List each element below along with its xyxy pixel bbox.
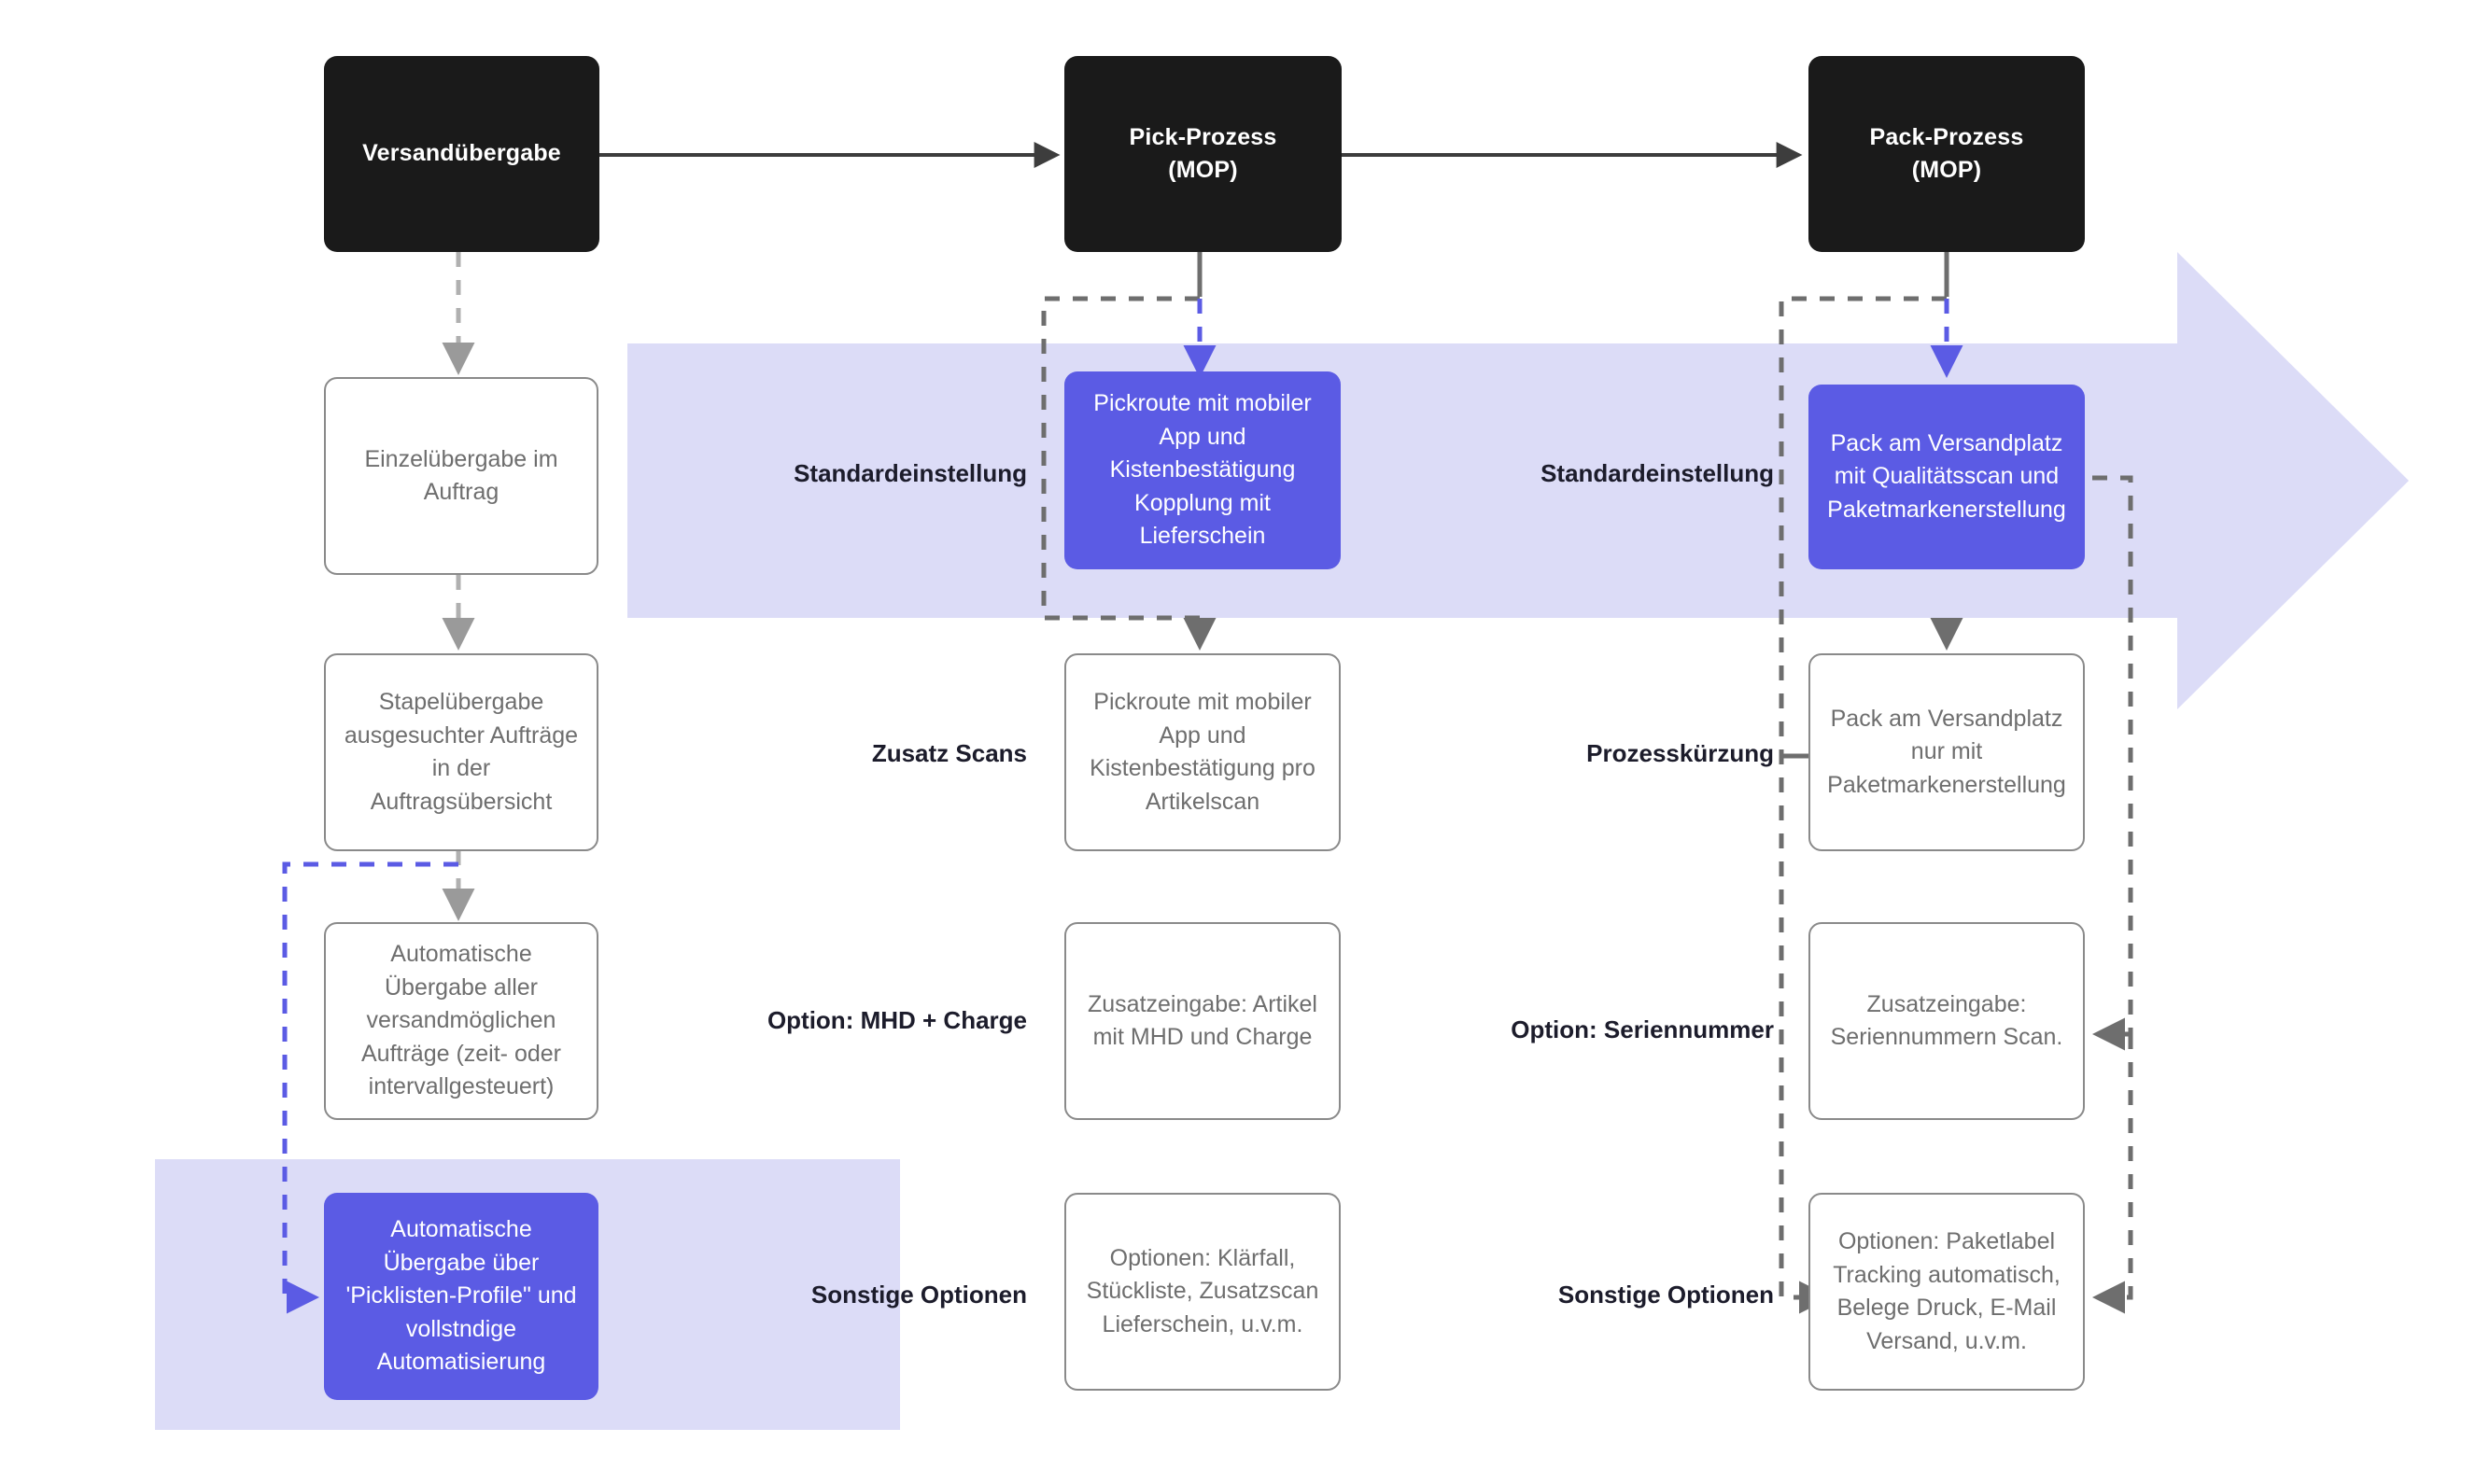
option-node-pickroute-artikelscan-label: Pickroute mit mobiler App und Kistenbest…	[1090, 689, 1315, 815]
process-node-pack-prozess-label: Pack-Prozess(MOP)	[1869, 123, 2024, 184]
edge-pack-branch-frame	[1779, 296, 1947, 1314]
edge-accent-to-picklisten	[282, 861, 458, 1314]
option-node-pack-nur-paketmarke[interactable]: Pack am Versandplatz nur mit Paketmarken…	[1808, 653, 2085, 851]
option-node-einzeluebergabe-label: Einzelübergabe im Auftrag	[364, 445, 558, 506]
option-node-pickroute-standard[interactable]: Pickroute mit mobiler App und Kistenbest…	[1064, 371, 1341, 569]
edge-right-return-spine-lower	[2092, 1034, 2133, 1314]
row-label-option-seriennummer: Option: Seriennummer	[1382, 1006, 1774, 1053]
option-node-pack-qualitaetsscan[interactable]: Pack am Versandplatz mit Qualitätsscan u…	[1808, 385, 2085, 569]
row-label-option-mhd-charge: Option: MHD + Charge	[635, 997, 1027, 1043]
row-label-standardeinstellung-mitte-text: Standardeinstellung	[794, 458, 1027, 487]
option-node-stapeluebergabe-label: Stapelübergabe ausgesuchter Aufträge in …	[344, 689, 579, 815]
process-node-versanduebergabe-label: Versandübergabe	[362, 140, 561, 167]
option-node-stapeluebergabe[interactable]: Stapelübergabe ausgesuchter Aufträge in …	[324, 653, 598, 851]
option-node-zusatzeingabe-seriennummern-label: Zusatzeingabe: Seriennummern Scan.	[1830, 990, 2063, 1051]
row-label-zusatz-scans-text: Zusatz Scans	[871, 738, 1027, 767]
process-node-versanduebergabe[interactable]: Versandübergabe	[324, 56, 599, 252]
option-node-picklisten-profile[interactable]: Automatische Übergabe über 'Picklisten-P…	[324, 1193, 598, 1400]
row-label-sonstige-optionen-mitte-text: Sonstige Optionen	[810, 1280, 1027, 1309]
option-node-pickroute-standard-label: Pickroute mit mobiler App und Kistenbest…	[1093, 390, 1312, 550]
row-label-standardeinstellung-rechts: Standardeinstellung	[1382, 450, 1774, 497]
edge-right-return-spine	[2092, 475, 2133, 1051]
option-node-einzeluebergabe[interactable]: Einzelübergabe im Auftrag	[324, 377, 598, 575]
option-node-automatische-uebergabe[interactable]: Automatische Übergabe aller versandmögli…	[324, 922, 598, 1120]
row-label-sonstige-optionen-rechts: Sonstige Optionen	[1382, 1271, 1774, 1318]
option-node-pack-nur-paketmarke-label: Pack am Versandplatz nur mit Paketmarken…	[1827, 705, 2066, 798]
row-label-option-seriennummer-text: Option: Seriennummer	[1511, 1015, 1774, 1043]
option-node-pickroute-artikelscan[interactable]: Pickroute mit mobiler App und Kistenbest…	[1064, 653, 1341, 851]
option-node-optionen-paketlabel[interactable]: Optionen: Paketlabel Tracking automatisc…	[1808, 1193, 2085, 1391]
process-node-pick-prozess-label: Pick-Prozess(MOP)	[1129, 123, 1277, 184]
row-label-prozesskuerzung-text: Prozesskürzung	[1586, 738, 1774, 767]
process-node-pack-prozess[interactable]: Pack-Prozess(MOP)	[1808, 56, 2085, 252]
option-node-pack-qualitaetsscan-label: Pack am Versandplatz mit Qualitätsscan u…	[1827, 429, 2066, 523]
row-label-zusatz-scans: Zusatz Scans	[635, 730, 1027, 777]
row-label-standardeinstellung-rechts-text: Standardeinstellung	[1540, 458, 1774, 487]
process-node-pick-prozess[interactable]: Pick-Prozess(MOP)	[1064, 56, 1342, 252]
option-node-zusatzeingabe-mhd[interactable]: Zusatzeingabe: Artikel mit MHD und Charg…	[1064, 922, 1341, 1120]
option-node-optionen-klaerfall[interactable]: Optionen: Klärfall, Stückliste, Zusatzsc…	[1064, 1193, 1341, 1391]
row-label-option-mhd-charge-text: Option: MHD + Charge	[767, 1005, 1027, 1034]
option-node-picklisten-profile-label: Automatische Übergabe über 'Picklisten-P…	[345, 1216, 577, 1376]
row-label-sonstige-optionen-mitte: Sonstige Optionen	[635, 1271, 1027, 1318]
row-label-standardeinstellung-mitte: Standardeinstellung	[635, 450, 1027, 497]
edge-pick-branch-frame	[1041, 296, 1200, 621]
option-node-optionen-paketlabel-label: Optionen: Paketlabel Tracking automatisc…	[1833, 1228, 2061, 1354]
option-node-automatische-uebergabe-label: Automatische Übergabe aller versandmögli…	[361, 941, 561, 1100]
row-label-prozesskuerzung: Prozesskürzung	[1382, 730, 1774, 777]
row-label-sonstige-optionen-rechts-text: Sonstige Optionen	[1557, 1280, 1774, 1309]
option-node-zusatzeingabe-mhd-label: Zusatzeingabe: Artikel mit MHD und Charg…	[1088, 990, 1317, 1051]
option-node-optionen-klaerfall-label: Optionen: Klärfall, Stückliste, Zusatzsc…	[1086, 1244, 1319, 1337]
option-node-zusatzeingabe-seriennummern[interactable]: Zusatzeingabe: Seriennummern Scan.	[1808, 922, 2085, 1120]
